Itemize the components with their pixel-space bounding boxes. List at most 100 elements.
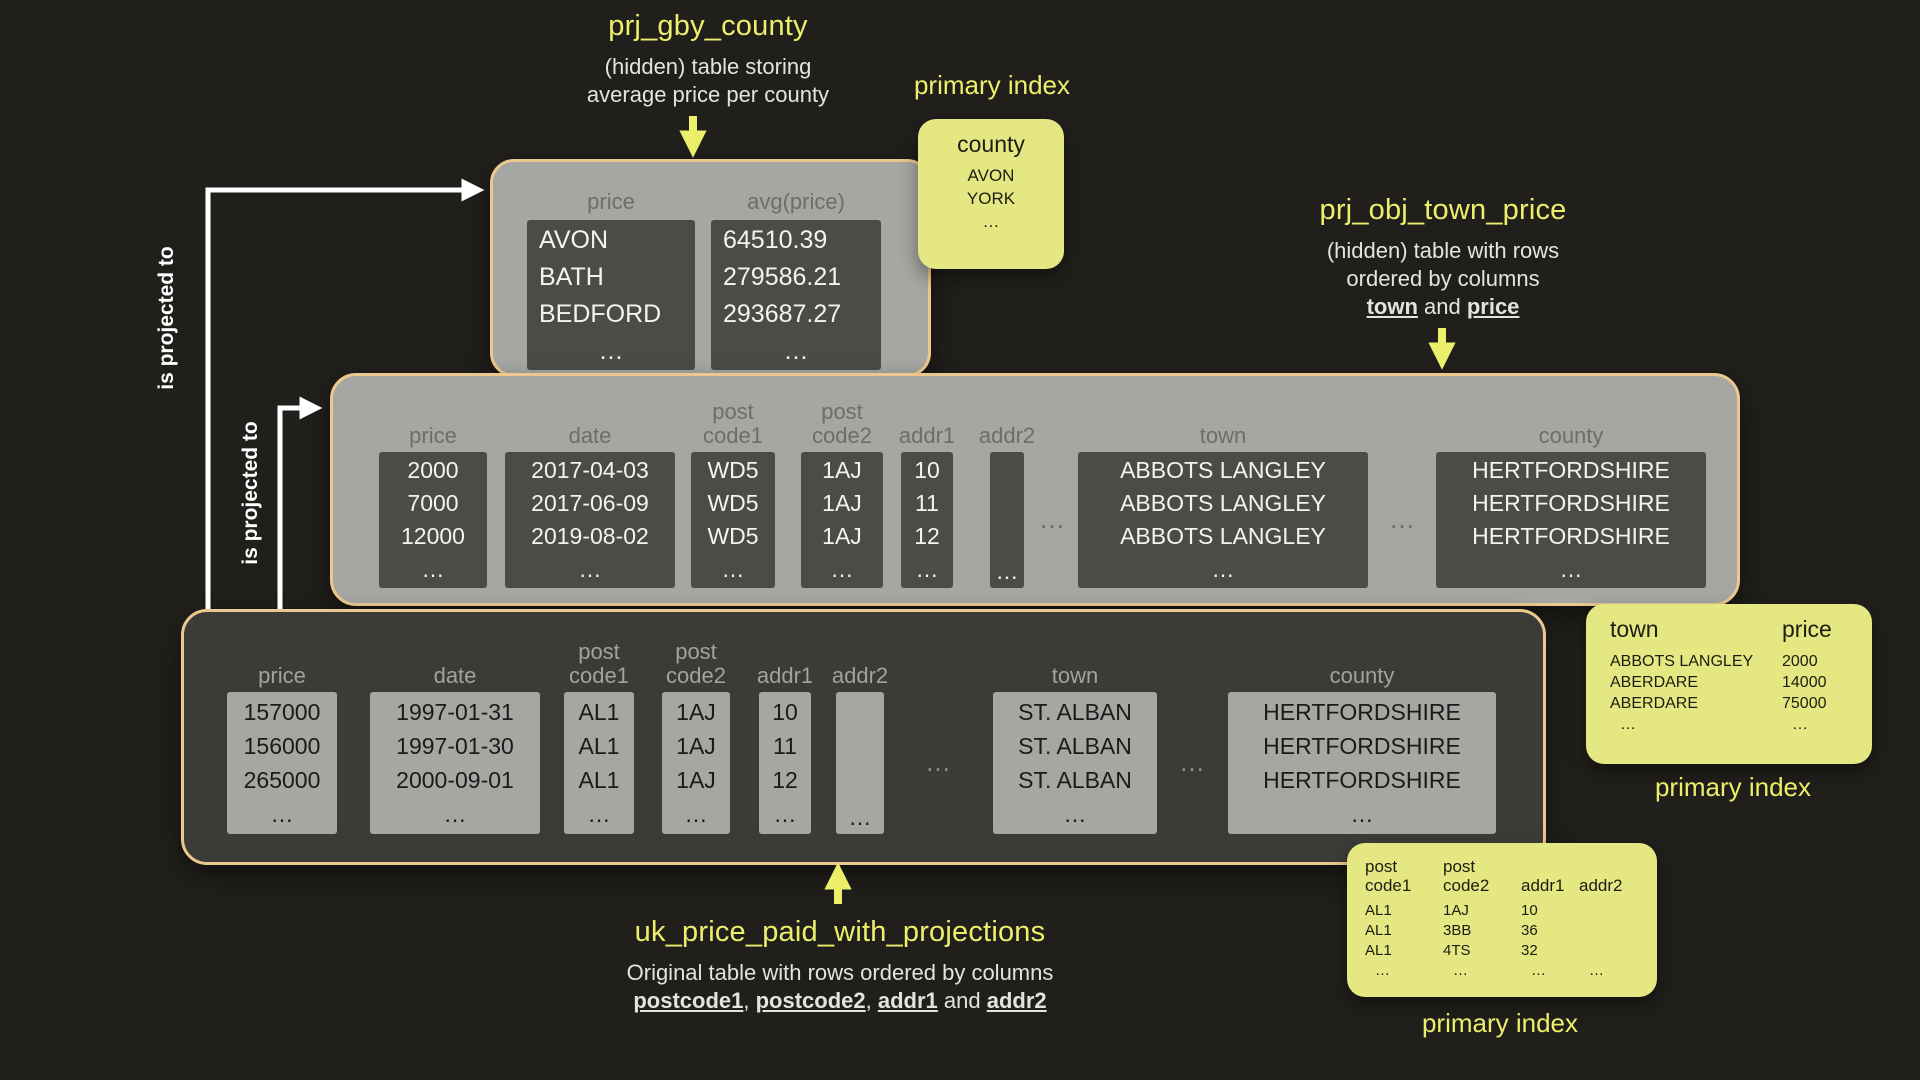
cell: 1AJ [822, 490, 862, 516]
note-column-addr2: addr2 … [1579, 855, 1635, 981]
cell: 10 [914, 457, 940, 483]
column-header: town [1199, 423, 1247, 448]
cell: 4TS [1443, 942, 1471, 959]
main-order-sep1: , [743, 988, 756, 1013]
cell: … [598, 337, 624, 365]
cell: YORK [966, 189, 1016, 208]
column-header: addr1 [756, 663, 814, 688]
cell: 11 [915, 490, 939, 516]
obj-column-addr2: addr2 … [979, 386, 1035, 588]
cell: 14000 [1782, 674, 1827, 691]
primary-index-label-postcode: primary index [1421, 1008, 1579, 1038]
cell: 1AJ [676, 733, 716, 759]
obj-order-col-town: town [1366, 294, 1418, 319]
cell: … [684, 801, 708, 827]
cell [1579, 941, 1635, 961]
cell: … [1063, 801, 1087, 827]
primary-index-label-town-price: primary index [1654, 772, 1812, 802]
main-column-addr2: addr2 … [832, 624, 888, 834]
arrow-projected-to-obj-table [277, 396, 323, 609]
cell: … [830, 556, 854, 582]
cell: 1AJ [1443, 902, 1469, 919]
main-order-sep2: , [865, 988, 878, 1013]
obj-subtitle-line3: town and price [1243, 294, 1643, 320]
column-header: post code2 [812, 399, 872, 448]
cell: … [270, 801, 294, 827]
column-header: post code2 [666, 639, 726, 688]
main-order-col-postcode1: postcode1 [633, 988, 744, 1013]
main-subtitle-line1: Original table with rows ordered by colu… [626, 960, 1054, 985]
column-gap-ellipsis: … [1039, 504, 1065, 534]
column-header: town [1051, 663, 1099, 688]
cell: 12 [914, 523, 940, 549]
column-header: price [409, 423, 457, 448]
note-column-header: price [1782, 616, 1832, 642]
cell: 293687.27 [723, 300, 842, 328]
column-header: county [1538, 423, 1604, 448]
cell: … [1531, 962, 1546, 979]
cell: HERTFORDSHIRE [1472, 457, 1670, 483]
main-order-sep3: and [937, 988, 987, 1013]
cell: 12 [772, 767, 798, 793]
cell: … [1453, 962, 1468, 979]
note-column-header: post code2 [1443, 857, 1490, 895]
column-gap-ellipsis: … [1179, 747, 1205, 777]
cell: 156000 [243, 733, 321, 759]
cell: 1AJ [676, 699, 716, 725]
main-table-title: uk_price_paid_with_projections [634, 916, 1046, 948]
column-header: price [587, 189, 635, 214]
cell: … [848, 804, 872, 830]
cell: BATH [539, 263, 604, 291]
cell: … [1211, 556, 1235, 582]
obj-subtitle-line1: (hidden) table with rows [1326, 238, 1560, 263]
cell: … [578, 556, 602, 582]
cell: ABBOTS LANGLEY [1610, 653, 1754, 670]
column-header: post code1 [703, 399, 763, 448]
cell: … [443, 801, 467, 827]
cell: HERTFORDSHIRE [1263, 767, 1461, 793]
note-column-header: addr1 [1521, 876, 1565, 895]
column-header: county [1329, 663, 1395, 688]
cell: … [587, 801, 611, 827]
cell: 2017-04-03 [531, 457, 649, 483]
main-order-col-addr1: addr1 [877, 988, 938, 1013]
note-column-header: addr2 [1579, 876, 1623, 895]
cell: 36 [1521, 922, 1538, 939]
cell: 2019-08-02 [531, 523, 649, 549]
cell: WD5 [707, 457, 759, 483]
cell: … [721, 556, 745, 582]
cell: 265000 [243, 767, 321, 793]
cell: 7000 [407, 490, 459, 516]
column-gap-ellipsis: … [1389, 504, 1415, 534]
cell: BEDFORD [539, 300, 662, 328]
cell: 10 [772, 699, 798, 725]
primary-index-label-county: primary index [913, 70, 1071, 100]
is-projected-to-label-2: is projected to [239, 421, 262, 565]
